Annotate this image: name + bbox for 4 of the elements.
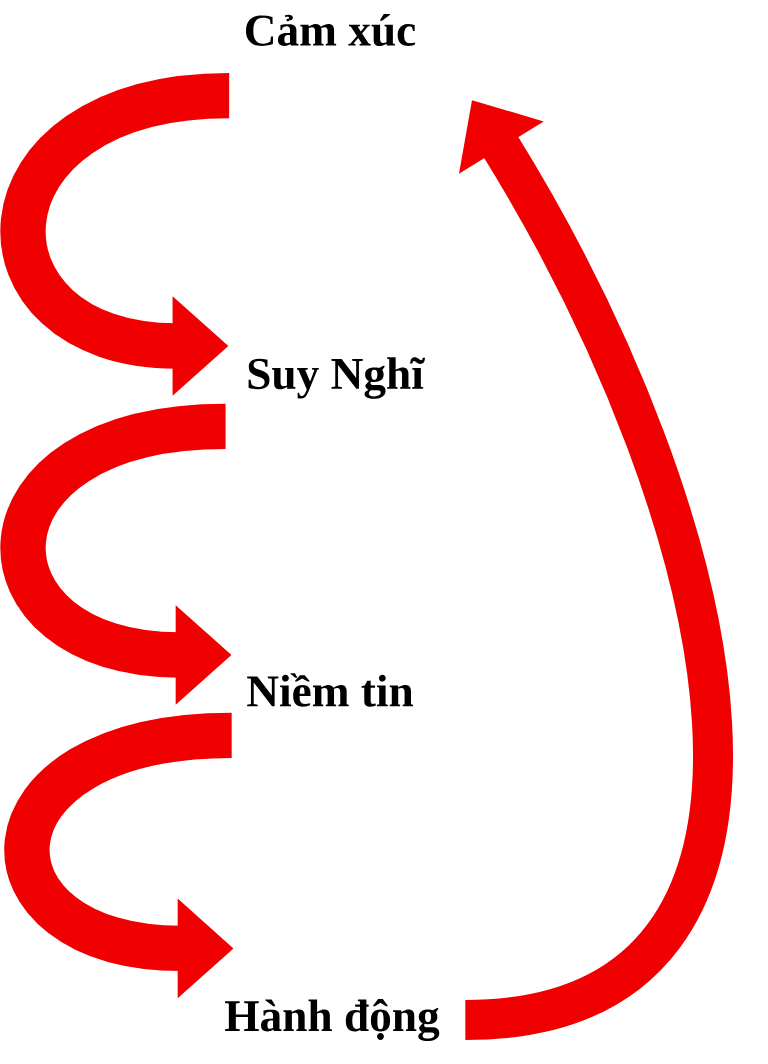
step-label: Hành động [225,999,440,1041]
step-label: Niềm tin [247,673,414,707]
step-label: Cảm xúc [245,14,416,46]
step-label: Suy Nghĩ [248,357,426,399]
